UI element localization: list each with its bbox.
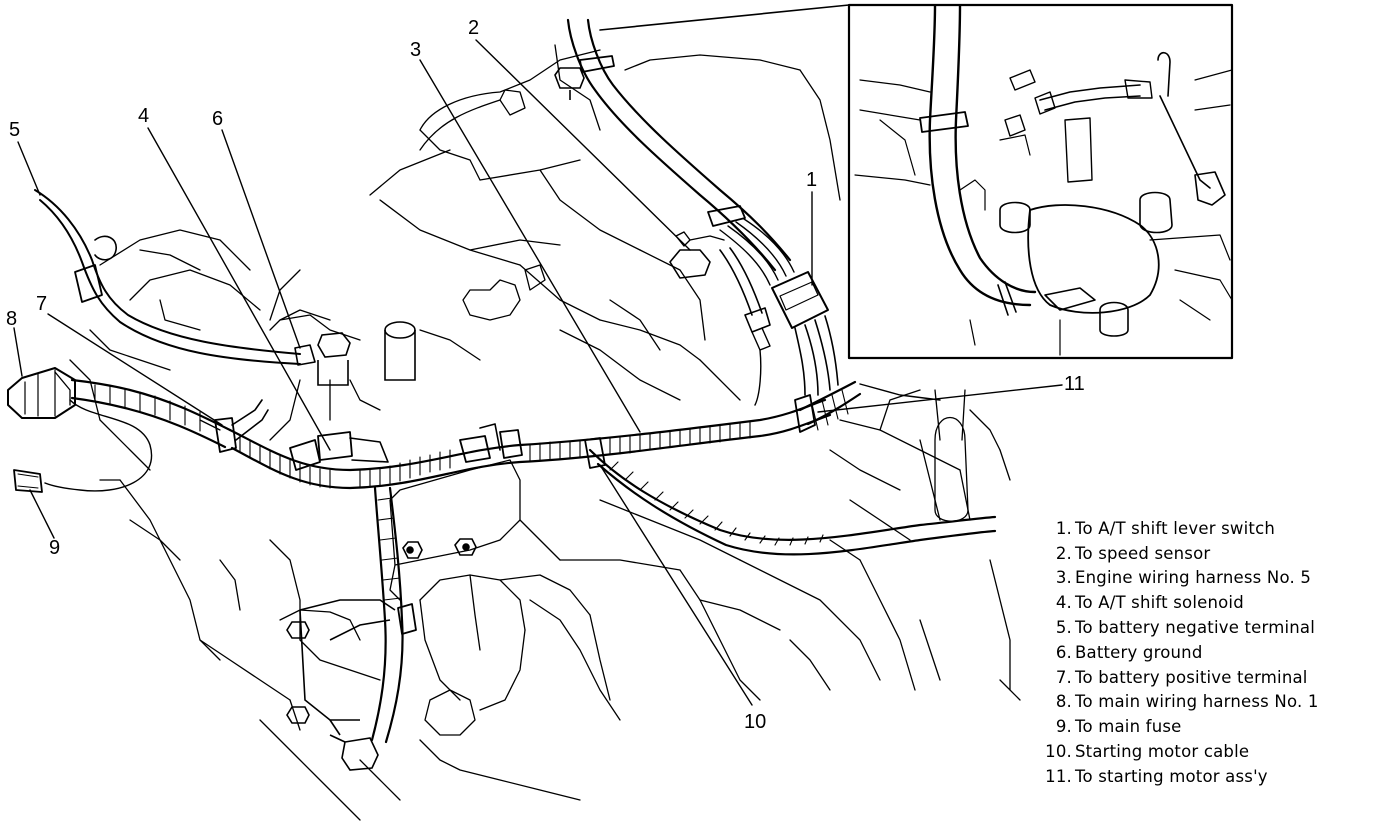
callout-8: 8 <box>6 308 18 330</box>
leader-2 <box>475 39 691 251</box>
callout-7: 7 <box>36 293 48 315</box>
legend-label: To speed sensor <box>1075 543 1211 563</box>
legend-label: Starting motor cable <box>1075 742 1250 762</box>
legend-item: 4.To A/T shift solenoid <box>1024 590 1369 615</box>
callout-4: 4 <box>138 105 150 127</box>
leader-9 <box>29 489 55 539</box>
leader-6 <box>221 129 301 349</box>
legend-number: 8. <box>1055 692 1072 712</box>
engine-block-outline <box>69 44 1021 821</box>
legend-label: To battery positive terminal <box>1075 667 1308 687</box>
main-harness <box>7 18 997 744</box>
leader-lines <box>13 39 1063 706</box>
legend-label: Battery ground <box>1075 642 1203 662</box>
legend: 1.To A/T shift lever switch 2.To speed s… <box>1024 516 1369 789</box>
legend-number: 3. <box>1055 568 1072 588</box>
legend-item: 6.Battery ground <box>1024 640 1369 665</box>
legend-label: To main fuse <box>1075 717 1182 737</box>
leader-11 <box>817 384 1063 413</box>
legend-number: 10. <box>1045 742 1072 762</box>
leader-8 <box>13 327 23 377</box>
legend-label: To main wiring harness No. 1 <box>1075 692 1319 712</box>
callout-5: 5 <box>9 119 21 141</box>
legend-number: 1. <box>1055 518 1072 538</box>
legend-number: 11. <box>1045 766 1072 786</box>
legend-item: 5.To battery negative terminal <box>1024 615 1369 640</box>
legend-label: To battery negative terminal <box>1075 618 1316 638</box>
legend-item: 3.Engine wiring harness No. 5 <box>1024 566 1369 591</box>
legend-number: 9. <box>1055 717 1072 737</box>
legend-number: 7. <box>1055 667 1072 687</box>
legend-label: To A/T shift lever switch <box>1075 518 1276 538</box>
leader-5 <box>17 141 41 196</box>
legend-number: 2. <box>1055 543 1072 563</box>
legend-item: 8.To main wiring harness No. 1 <box>1024 690 1369 715</box>
inset-detail-view <box>599 3 1234 360</box>
legend-number: 6. <box>1055 642 1072 662</box>
legend-label: To A/T shift solenoid <box>1075 593 1244 613</box>
legend-item: 11.To starting motor ass'y <box>1024 764 1369 789</box>
leader-10 <box>599 464 753 706</box>
callout-9: 9 <box>49 537 61 559</box>
legend-label: Engine wiring harness No. 5 <box>1075 568 1312 588</box>
legend-item: 9.To main fuse <box>1024 714 1369 739</box>
callout-3: 3 <box>410 39 422 61</box>
legend-item: 10.Starting motor cable <box>1024 739 1369 764</box>
leader-4 <box>147 127 331 451</box>
legend-item: 2.To speed sensor <box>1024 541 1369 566</box>
leader-3 <box>419 59 641 433</box>
callout-11: 11 <box>1064 373 1085 395</box>
bolt-details <box>286 67 585 771</box>
legend-item: 1.To A/T shift lever switch <box>1024 516 1369 541</box>
legend-number: 5. <box>1055 618 1072 638</box>
legend-number: 4. <box>1055 593 1072 613</box>
legend-label: To starting motor ass'y <box>1075 766 1268 786</box>
callout-1: 1 <box>806 169 818 191</box>
callout-10: 10 <box>744 711 767 733</box>
callout-2: 2 <box>468 17 480 39</box>
leader-7 <box>47 313 223 426</box>
callout-6: 6 <box>212 108 224 130</box>
legend-item: 7.To battery positive terminal <box>1024 665 1369 690</box>
